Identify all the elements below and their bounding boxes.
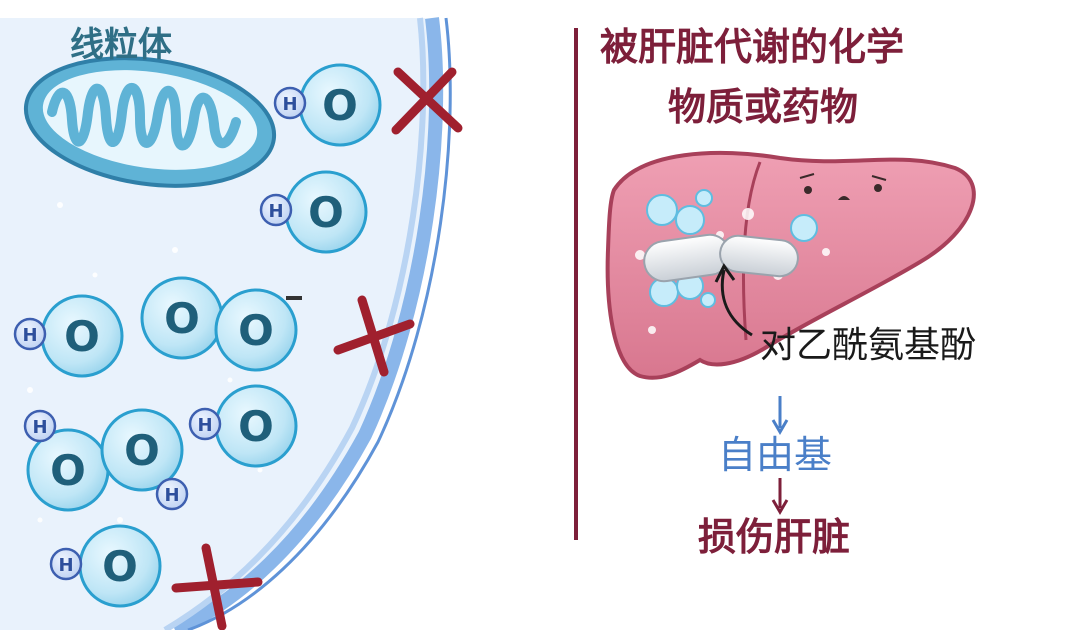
svg-text:H: H bbox=[164, 485, 179, 506]
cross-mark-icon bbox=[391, 67, 463, 135]
svg-text:O: O bbox=[102, 542, 138, 591]
svg-text:H: H bbox=[197, 415, 212, 436]
svg-text:O: O bbox=[322, 81, 358, 130]
hydroxyl-radical-icon: O H bbox=[13, 294, 124, 378]
cross-mark-icon bbox=[333, 295, 415, 377]
drug-label: 对乙酰氨基酚 bbox=[760, 325, 977, 366]
free-radical-label: 自由基 bbox=[718, 433, 833, 477]
hydroxyl-radical-icon: O H bbox=[49, 524, 162, 608]
hydroxyl-radical-icon: O H bbox=[188, 384, 298, 468]
liver-icon bbox=[605, 150, 976, 380]
cell-membrane-outer bbox=[172, 17, 444, 630]
svg-text:O: O bbox=[64, 312, 100, 361]
svg-text:H: H bbox=[282, 94, 297, 115]
molecules: O H O H O H O O bbox=[13, 63, 382, 608]
down-arrow-icon bbox=[771, 478, 789, 515]
water-molecule-icon: O O H H bbox=[23, 408, 189, 512]
svg-text:O: O bbox=[308, 188, 344, 237]
svg-text:H: H bbox=[268, 201, 283, 222]
cross-marks bbox=[171, 67, 463, 630]
curved-arrow-icon bbox=[720, 269, 753, 337]
cytoplasm-dots bbox=[27, 202, 263, 523]
cross-mark-icon bbox=[171, 543, 263, 630]
svg-text:H: H bbox=[58, 555, 73, 576]
svg-text:O: O bbox=[124, 426, 160, 475]
down-arrow-icon bbox=[771, 396, 789, 435]
hydroxyl-radical-icon: O H bbox=[259, 170, 368, 254]
svg-text:O: O bbox=[238, 402, 274, 451]
svg-text:H: H bbox=[22, 325, 37, 346]
svg-text:H: H bbox=[32, 417, 47, 438]
liver-damage-label: 损伤肝脏 bbox=[698, 515, 851, 559]
superoxide-icon: O O bbox=[140, 276, 302, 372]
svg-text:O: O bbox=[238, 306, 274, 355]
right-title-line1: 被肝脏代谢的化学 bbox=[600, 25, 905, 69]
capsule-icon bbox=[643, 233, 799, 283]
mitochondrion-icon bbox=[23, 56, 277, 188]
right-title-line2: 物质或药物 bbox=[668, 85, 859, 129]
svg-text:O: O bbox=[164, 294, 200, 343]
svg-text:O: O bbox=[50, 446, 86, 495]
hydroxyl-radical-icon: O H bbox=[273, 63, 382, 147]
mitochondrion-label: 线粒体 bbox=[70, 25, 172, 65]
